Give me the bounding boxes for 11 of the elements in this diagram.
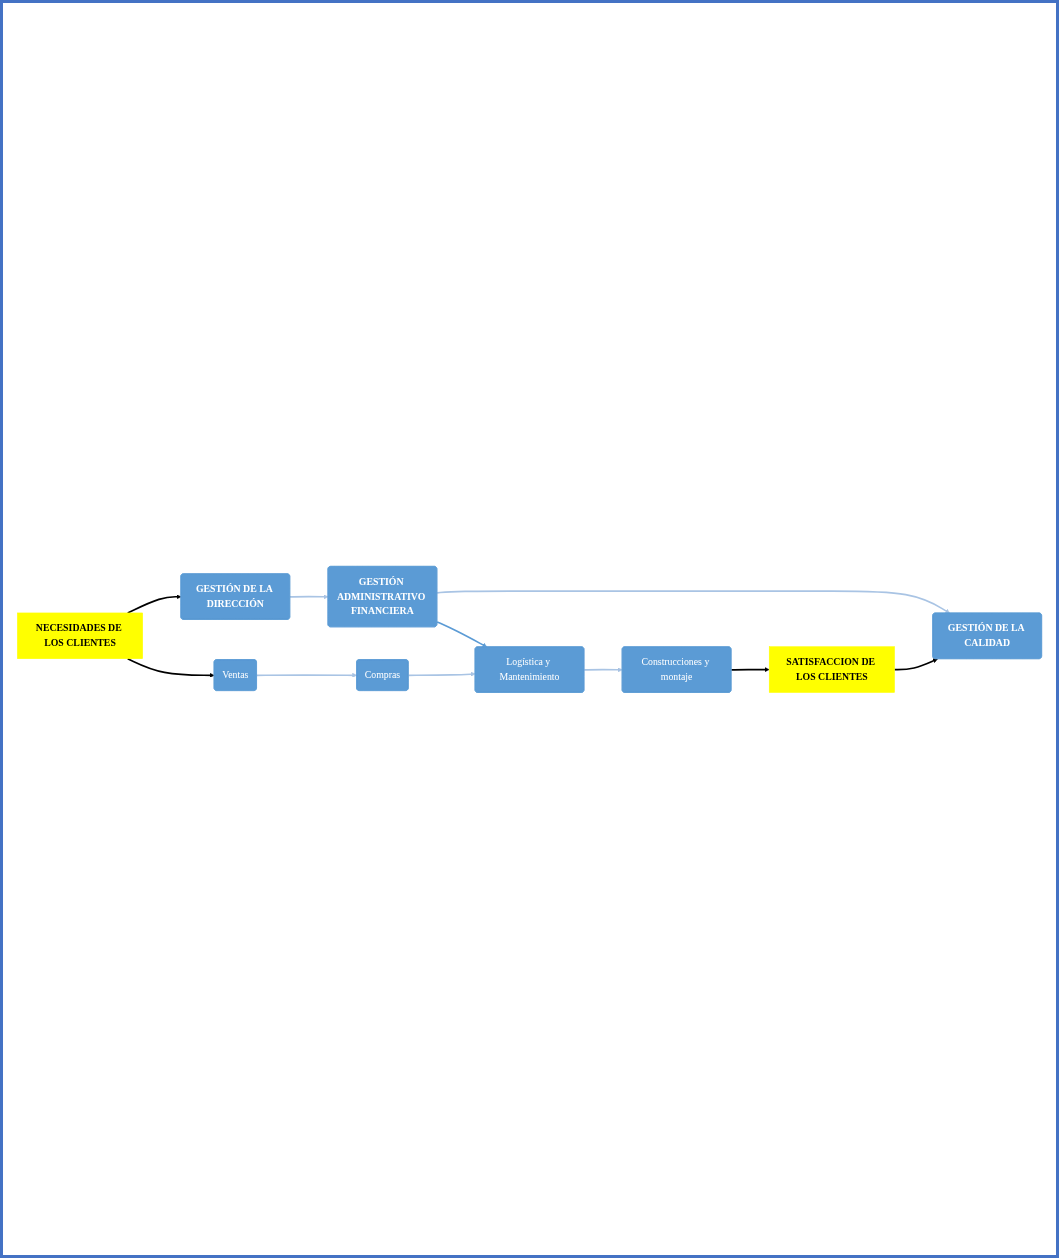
node-box xyxy=(768,646,895,693)
arrow xyxy=(256,672,357,678)
arrow xyxy=(407,671,476,677)
arrow xyxy=(730,666,770,672)
node-box xyxy=(17,612,143,659)
arrow xyxy=(436,589,950,613)
arrow xyxy=(126,657,215,678)
arrow xyxy=(583,667,623,672)
arrow xyxy=(436,620,488,647)
arrow xyxy=(893,658,938,670)
arrow xyxy=(289,594,329,599)
